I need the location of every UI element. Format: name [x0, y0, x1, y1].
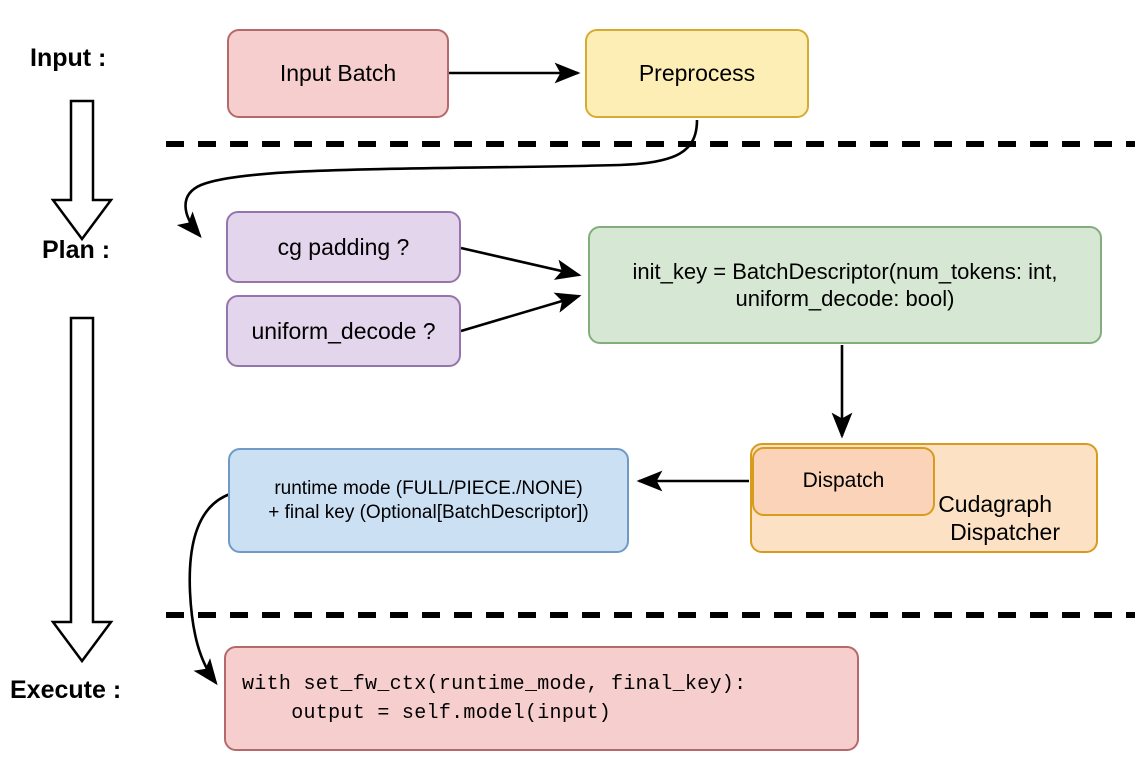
node-runtime-mode-line1: runtime mode (FULL/PIECE./NONE) — [274, 477, 583, 499]
node-execute-code-line2: output = self.model(input) — [242, 701, 612, 725]
node-preprocess[interactable]: Preprocess — [585, 29, 809, 118]
node-cg-padding[interactable]: cg padding ? — [226, 211, 461, 283]
plan-to-execute-block-arrow — [50, 316, 114, 664]
node-preprocess-label: Preprocess — [638, 60, 756, 87]
lane-label-execute: Execute : — [10, 676, 122, 704]
node-dispatch-label: Dispatch — [802, 469, 885, 493]
node-cg-padding-label: cg padding ? — [277, 233, 410, 260]
node-runtime-mode[interactable]: runtime mode (FULL/PIECE./NONE) + final … — [228, 448, 629, 553]
uniform-decode-to-init-key-arrow — [460, 292, 582, 333]
node-runtime-mode-line2: + final key (Optional[BatchDescriptor]) — [268, 501, 589, 523]
node-init-key-line2: uniform_decode: bool) — [735, 286, 955, 311]
node-cudagraph-dispatcher-line1: Cudagraph — [938, 490, 1052, 517]
preprocess-to-cg-padding-arrow — [176, 119, 699, 238]
node-init-key[interactable]: init_key = BatchDescriptor(num_tokens: i… — [588, 226, 1102, 344]
node-execute-code-line1: with set_fw_ctx(runtime_mode, final_key)… — [242, 672, 747, 696]
node-dispatch[interactable]: Dispatch — [752, 447, 935, 516]
runtime-mode-to-execute-code-arrow — [188, 492, 231, 686]
node-init-key-line1: init_key = BatchDescriptor(num_tokens: i… — [632, 258, 1058, 284]
node-uniform-decode-label: uniform_decode ? — [251, 317, 436, 344]
node-input-batch-label: Input Batch — [279, 60, 397, 87]
node-cudagraph-dispatcher-line2: Dispatcher — [950, 519, 1060, 546]
lane-label-plan: Plan : — [42, 236, 111, 264]
node-execute-code[interactable]: with set_fw_ctx(runtime_mode, final_key)… — [224, 646, 859, 751]
lane-label-input: Input : — [30, 44, 107, 72]
node-input-batch[interactable]: Input Batch — [227, 29, 449, 118]
input-to-plan-block-arrow — [50, 99, 114, 242]
node-uniform-decode[interactable]: uniform_decode ? — [226, 295, 461, 367]
cg-padding-to-init-key-arrow — [460, 246, 582, 280]
